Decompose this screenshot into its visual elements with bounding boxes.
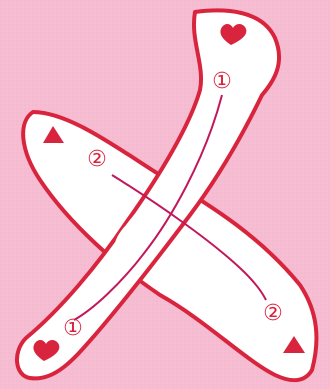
stroke-one-label-top: ① xyxy=(212,69,232,94)
stroke-two-label-right: ② xyxy=(263,301,283,326)
stroke-two-label-left: ② xyxy=(87,147,107,172)
stroke-one-label-bottom: ① xyxy=(63,316,83,341)
